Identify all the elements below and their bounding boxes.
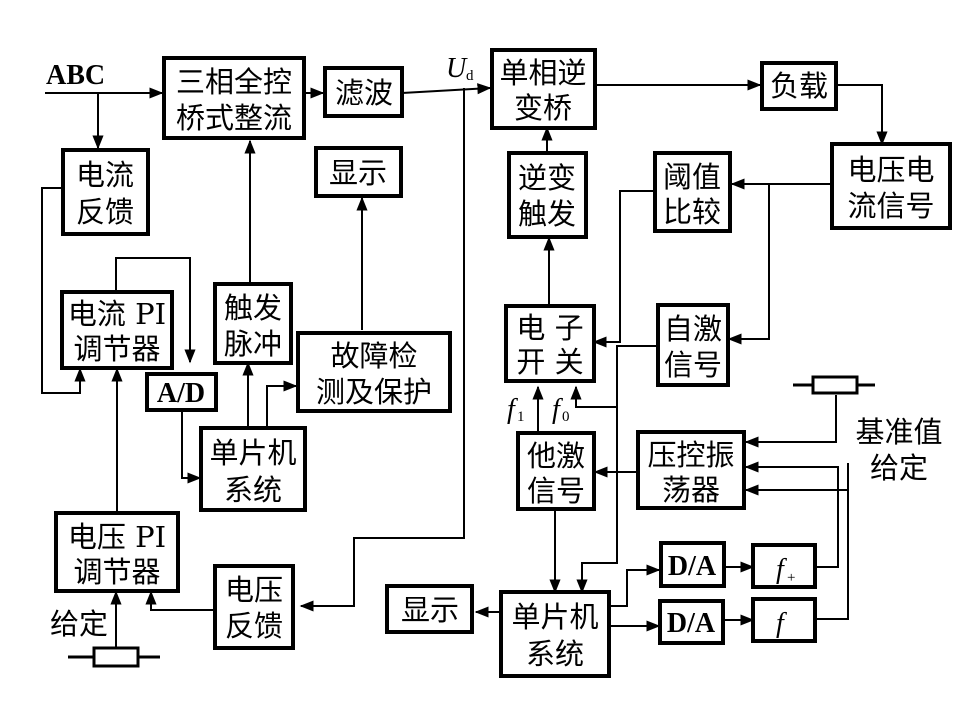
filter-label: 滤波 <box>335 76 393 110</box>
ad-label: A/D <box>157 378 205 409</box>
rectifier-label-2: 桥式整流 <box>176 101 292 135</box>
wire-mcu-to-da-top <box>610 564 661 607</box>
wire-current-pi-to-ad <box>115 257 196 364</box>
wire-mcu-to-fault <box>266 380 298 426</box>
f1-label: f <box>507 394 518 425</box>
block-threshold-compare: 阈值 比较 <box>653 151 732 233</box>
current-feedback-label-2: 反馈 <box>76 195 134 229</box>
block-f-plus: f + <box>751 543 817 589</box>
block-separately-excited: 他激 信号 <box>516 431 596 511</box>
block-inverter-trigger: 逆变 触发 <box>507 151 588 239</box>
mcu-right-label-2: 系统 <box>526 637 584 671</box>
block-vi-signal: 电压电 流信号 <box>830 142 952 230</box>
electronic-switch-label-2: 开 关 <box>516 345 583 379</box>
abc-input-label: ABC <box>46 60 105 91</box>
reference-given-label-2: 给定 <box>870 451 928 485</box>
self-excited-label-2: 信号 <box>664 348 722 382</box>
voltage-pi-label-2: 调节器 <box>73 555 160 589</box>
block-filter: 滤波 <box>323 66 404 118</box>
wire-load-to-vi-signal <box>836 84 888 146</box>
block-mcu-right: 单片机 系统 <box>499 590 611 678</box>
block-voltage-feedback: 电压 反馈 <box>213 564 295 650</box>
wire-fplus-to-vco <box>744 461 839 568</box>
f-plus-subscript: + <box>787 570 795 586</box>
given-label: 给定 <box>50 607 108 641</box>
fault-protection-label-2: 测及保护 <box>316 375 432 409</box>
block-ad: A/D <box>145 372 218 412</box>
block-load: 负载 <box>760 61 838 111</box>
block-electronic-switch: 电 子 开 关 <box>504 304 596 383</box>
block-display-bottom: 显示 <box>385 584 474 634</box>
da-top-label: D/A <box>668 551 717 582</box>
mcu-left-label-2: 系统 <box>224 473 282 507</box>
ud-subscript: d <box>466 68 474 84</box>
block-mcu-left: 单片机 系统 <box>199 426 307 512</box>
vco-label-1: 压控振 <box>647 438 734 472</box>
rectifier-label-1: 三相全控 <box>176 65 292 99</box>
self-excited-label-1: 自激 <box>664 312 722 346</box>
wire-threshold-to-switch <box>592 190 654 348</box>
load-label: 负载 <box>770 69 828 103</box>
inverter-bridge-label-2: 变桥 <box>514 91 572 125</box>
da-bottom-label: D/A <box>667 608 716 639</box>
vi-signal-label-1: 电压电 <box>847 153 934 187</box>
block-f-minus: f <box>751 597 817 643</box>
display-top-label: 显示 <box>329 156 387 190</box>
voltage-feedback-label-1: 电压 <box>225 573 283 607</box>
inverter-bridge-label-1: 单相逆 <box>499 56 586 90</box>
wire-voltage-feedback-to-pi <box>145 590 213 611</box>
separately-excited-label-1: 他激 <box>527 439 585 473</box>
wire-ud-to-voltage-feedback <box>299 88 465 612</box>
trigger-pulse-label-1: 触发 <box>224 291 282 325</box>
current-pi-label-2: 调节器 <box>73 332 160 366</box>
electronic-switch-label-1: 电 子 <box>516 311 583 345</box>
block-da-top: D/A <box>659 541 726 588</box>
separately-excited-label-2: 信号 <box>527 474 585 508</box>
wire-ad-to-mcu-left <box>181 410 202 484</box>
potentiometer-reference[interactable] <box>811 375 859 395</box>
wires <box>41 79 888 659</box>
wire-reference-to-vco <box>744 395 837 448</box>
fault-protection-label-1: 故障检 <box>330 339 417 373</box>
f0-label: f <box>552 394 563 425</box>
current-pi-label-1: 电流 PI <box>68 297 166 331</box>
inverter-trigger-label-1: 逆变 <box>518 161 576 195</box>
voltage-pi-label-1: 电压 PI <box>68 520 166 554</box>
block-display-top: 显示 <box>314 146 403 198</box>
block-current-pi: 电流 PI 调节器 <box>60 290 174 370</box>
threshold-compare-label-2: 比较 <box>663 195 721 229</box>
block-voltage-pi: 电压 PI 调节器 <box>54 511 180 593</box>
block-rectifier: 三相全控 桥式整流 <box>162 56 306 140</box>
voltage-feedback-label-2: 反馈 <box>225 609 283 643</box>
wire-vi-to-self-excited <box>727 184 770 345</box>
vco-label-2: 荡器 <box>662 473 720 507</box>
block-inverter-bridge: 单相逆 变桥 <box>490 48 597 130</box>
current-feedback-label-1: 电流 <box>76 158 134 192</box>
wire-self-excited-to-mcu-right <box>576 407 618 594</box>
ud-label: U <box>446 53 468 84</box>
trigger-pulse-label-2: 脉冲 <box>224 327 282 361</box>
block-self-excited: 自激 信号 <box>656 303 730 387</box>
reference-given-label-1: 基准值 <box>855 415 942 449</box>
block-current-feedback: 电流 反馈 <box>61 148 150 236</box>
potentiometer-given[interactable] <box>92 646 140 668</box>
block-vco: 压控振 荡器 <box>636 430 746 510</box>
threshold-compare-label-1: 阈值 <box>663 160 721 194</box>
mcu-left-label-1: 单片机 <box>209 436 296 470</box>
block-da-bottom: D/A <box>658 599 725 645</box>
f1-subscript: 1 <box>517 409 525 425</box>
mcu-right-label-1: 单片机 <box>511 600 598 634</box>
inverter-trigger-label-2: 触发 <box>518 197 576 231</box>
vi-signal-label-2: 流信号 <box>847 189 934 223</box>
wire-current-feedback-to-pi <box>41 187 86 394</box>
wire-fminus-to-vco <box>815 463 849 620</box>
f-minus-symbol: f <box>776 608 787 639</box>
wire-filter-to-inverter <box>401 83 492 95</box>
block-trigger-pulse: 触发 脉冲 <box>213 282 293 365</box>
f0-subscript: 0 <box>562 409 570 425</box>
display-bottom-label: 显示 <box>401 593 459 627</box>
block-fault-protection: 故障检 测及保护 <box>296 331 452 413</box>
f-plus-symbol: f <box>776 554 787 585</box>
